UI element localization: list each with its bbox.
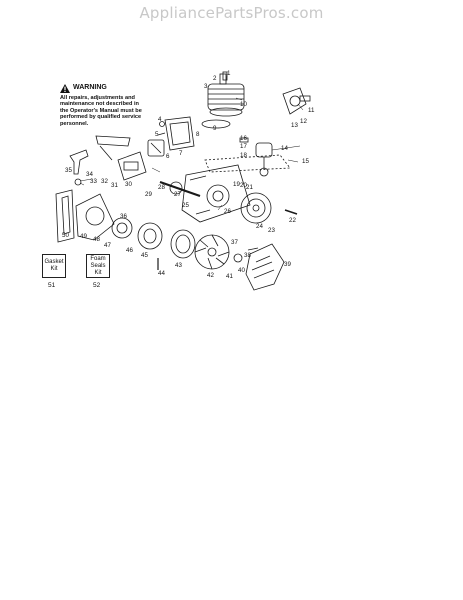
crankshaft <box>159 180 201 198</box>
callout-50: 50 <box>62 232 69 239</box>
callout-23: 23 <box>268 227 275 234</box>
callout-27: 27 <box>174 191 181 198</box>
warning-heading: WARNING <box>60 84 146 93</box>
callout-42: 42 <box>207 272 214 279</box>
callout-39: 39 <box>284 261 291 268</box>
callout-34: 34 <box>86 171 93 178</box>
callout-35: 35 <box>65 167 72 174</box>
impeller <box>194 234 230 270</box>
cylinder-gasket <box>201 119 231 129</box>
watermark: AppliancePartsPros.com <box>139 4 324 22</box>
callout-48: 48 <box>93 236 100 243</box>
callout-1: 1 <box>227 70 231 77</box>
callout-7: 7 <box>179 150 183 157</box>
callout-38: 38 <box>244 252 251 259</box>
callout-9: 9 <box>213 125 217 132</box>
callout-15: 15 <box>302 158 309 165</box>
air-filter-element <box>147 139 165 157</box>
clutch-drum <box>137 222 163 250</box>
callout-21: 21 <box>246 184 253 191</box>
starter-pulley <box>111 217 133 239</box>
recoil-housing <box>55 189 115 243</box>
flywheel <box>240 192 272 224</box>
crankcase <box>181 164 251 223</box>
gasket-kit-number: 51 <box>48 282 56 289</box>
callout-18: 18 <box>240 152 247 159</box>
callout-24: 24 <box>256 223 263 230</box>
blower-cover <box>245 243 285 291</box>
callout-31: 31 <box>111 182 118 189</box>
callout-5: 5 <box>155 131 159 138</box>
callout-36: 36 <box>120 213 127 220</box>
gasket-kit-box: Gasket Kit <box>42 254 66 278</box>
callout-20: 20 <box>240 182 247 189</box>
callout-19: 19 <box>233 181 240 188</box>
nut <box>159 121 165 127</box>
callout-26: 26 <box>224 208 231 215</box>
pin <box>284 209 298 215</box>
fan-ring <box>170 229 196 259</box>
warning-text: All repairs, adjustments and maintenance… <box>60 95 142 127</box>
callout-45: 45 <box>141 252 148 259</box>
ignition-module <box>117 151 147 181</box>
callout-8: 8 <box>196 131 200 138</box>
callout-28: 28 <box>158 184 165 191</box>
gasket-kit-label: Gasket Kit <box>44 259 64 272</box>
warning-title: WARNING <box>73 84 107 92</box>
callout-22: 22 <box>289 217 296 224</box>
warning-block: WARNING All repairs, adjustments and mai… <box>60 84 146 127</box>
callout-13: 13 <box>291 122 298 129</box>
callout-49: 49 <box>80 233 87 240</box>
screw <box>157 132 166 136</box>
foam-seals-kit-number: 52 <box>93 282 101 289</box>
callout-12: 12 <box>300 118 307 125</box>
carburetor <box>282 87 311 115</box>
callout-11: 11 <box>308 107 315 114</box>
callout-25: 25 <box>182 202 189 209</box>
callout-29: 29 <box>145 191 152 198</box>
washer <box>233 253 243 263</box>
air-filter-cover <box>164 116 195 151</box>
callout-30: 30 <box>125 181 132 188</box>
callout-47: 47 <box>104 242 111 249</box>
throttle-handle <box>95 135 131 161</box>
callout-6: 6 <box>166 153 170 160</box>
warning-triangle-icon <box>60 84 70 93</box>
callout-32: 32 <box>101 178 108 185</box>
callout-4: 4 <box>158 116 162 123</box>
foam-seals-kit-box: Foam Seals Kit <box>86 254 110 278</box>
callout-37: 37 <box>231 239 238 246</box>
stop-switch <box>69 149 89 175</box>
callout-16: 16 <box>240 135 247 142</box>
switch-nut <box>74 178 82 186</box>
callout-44: 44 <box>158 270 165 277</box>
piston-assembly <box>239 137 273 177</box>
callout-40: 40 <box>238 267 245 274</box>
callout-10: 10 <box>240 101 247 108</box>
cover-screw <box>247 247 259 251</box>
foam-seals-kit-label: Foam Seals Kit <box>90 255 106 276</box>
callout-3: 3 <box>204 83 208 90</box>
callout-14: 14 <box>281 145 288 152</box>
callout-41: 41 <box>226 273 233 280</box>
piston-bracket-outline <box>204 154 291 173</box>
callout-2: 2 <box>213 75 217 82</box>
callout-17: 17 <box>240 143 247 150</box>
callout-43: 43 <box>175 262 182 269</box>
callout-46: 46 <box>126 247 133 254</box>
callout-33: 33 <box>90 178 97 185</box>
